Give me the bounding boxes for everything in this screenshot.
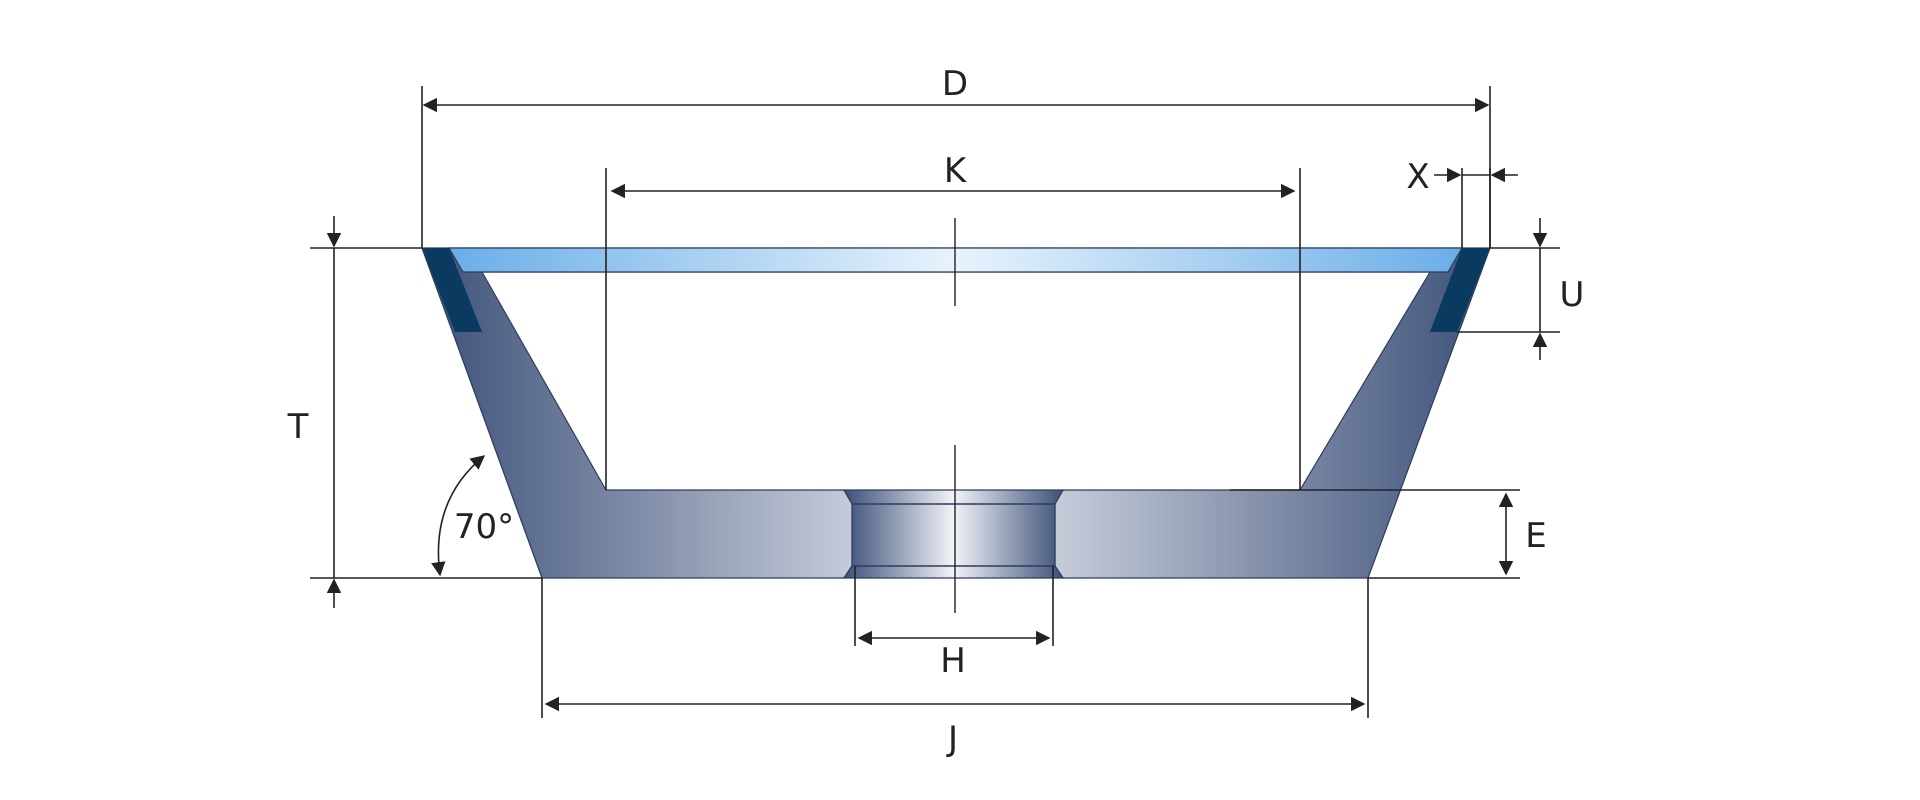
abrasive-right [1430,248,1490,332]
label-x: X [1406,157,1429,197]
label-u: U [1560,275,1585,315]
label-t: T [287,407,309,447]
label-d: D [942,64,968,104]
label-e: E [1525,516,1546,556]
label-k: K [944,151,968,191]
abrasive-left [422,248,482,332]
bore [842,489,1065,579]
label-h: H [940,641,966,681]
label-angle: 70° [454,507,514,547]
angle-arc [431,455,486,577]
label-j: J [946,719,958,759]
